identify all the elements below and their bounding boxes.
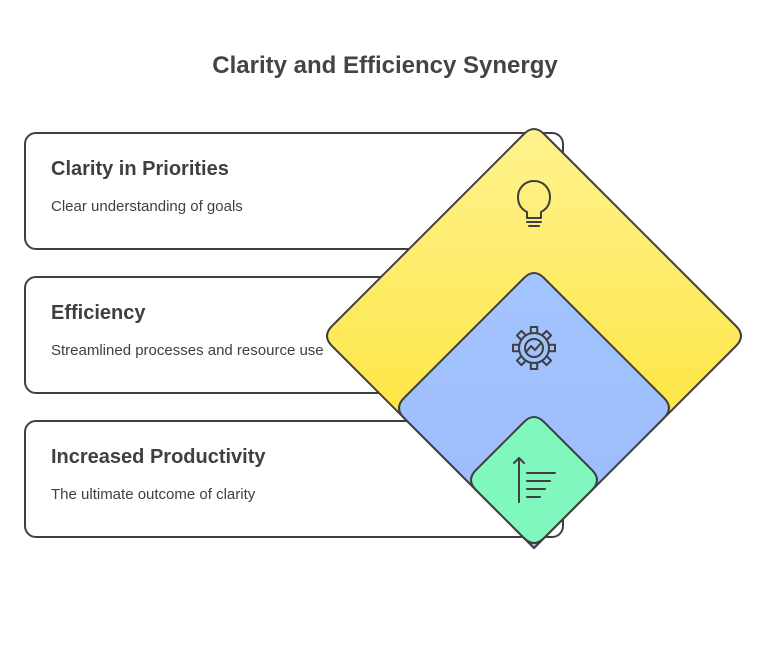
gear-tooth — [541, 329, 553, 341]
gear-tooth — [512, 343, 520, 353]
card-heading: Clarity in Priorities — [51, 158, 229, 180]
sort-ascending-icon — [513, 457, 556, 503]
card-description: The ultimate outcome of clarity — [51, 486, 256, 503]
diamond-efficiency — [398, 272, 670, 549]
gear-tooth — [541, 355, 553, 367]
card-heading: Efficiency — [51, 302, 146, 324]
card-description: Clear understanding of goals — [51, 198, 243, 215]
card-heading: Increased Productivity — [51, 446, 266, 468]
gear-tooth — [529, 362, 539, 370]
card-description: Streamlined processes and resource use — [51, 342, 324, 359]
gear-tooth — [529, 326, 539, 334]
gear-chart-icon — [512, 326, 556, 370]
diagram-title: Clarity and Efficiency Synergy — [212, 52, 558, 79]
gear-tooth — [515, 329, 527, 341]
gear-tooth — [515, 355, 527, 367]
lightbulb-icon — [517, 180, 551, 227]
gear-tooth — [548, 343, 556, 353]
